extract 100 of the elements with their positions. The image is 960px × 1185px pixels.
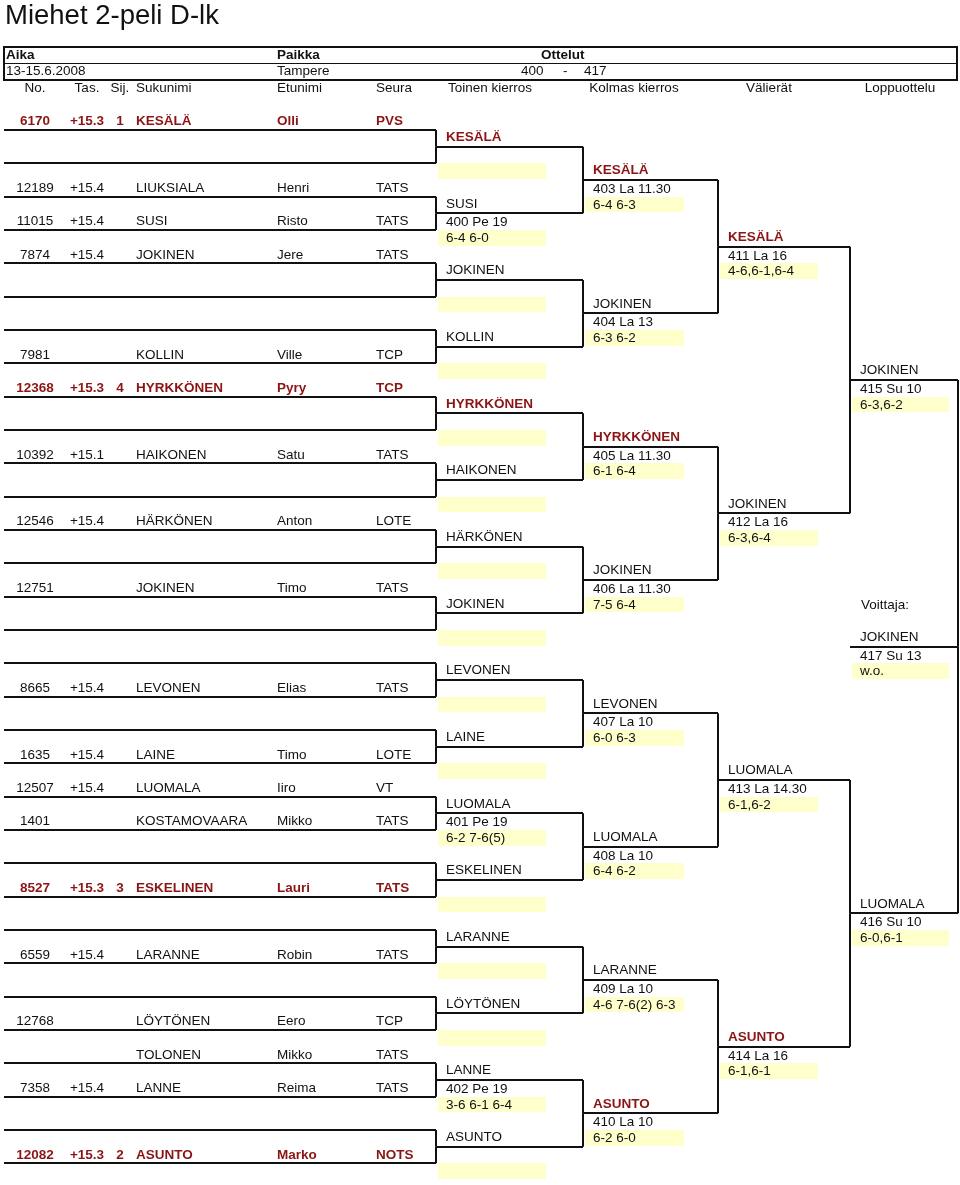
club-name: TATS <box>376 214 409 229</box>
player-name: LEVONEN <box>593 696 658 712</box>
field-heading: Paikka <box>277 46 320 64</box>
player-slot <box>4 381 436 398</box>
club-name: LOTE <box>376 747 412 763</box>
club-name: TCP <box>376 381 403 396</box>
result-slot <box>436 863 583 914</box>
match-schedule: 402 Pe 19 <box>446 1081 508 1097</box>
bracket-connector <box>582 312 584 348</box>
result-slot <box>583 563 718 614</box>
seed-number: 4 <box>116 381 124 396</box>
player-number: 8527 <box>20 881 50 896</box>
player-number: 12082 <box>16 1147 54 1163</box>
surname: HAIKONEN <box>136 447 207 463</box>
bracket-connector <box>582 1112 584 1148</box>
player-slot <box>4 114 436 131</box>
player-name: ASUNTO <box>728 1030 785 1045</box>
player-slot <box>4 747 436 765</box>
bracket-connector <box>582 979 584 1015</box>
player-name: JOKINEN <box>593 563 652 578</box>
bracket-connector <box>717 445 719 515</box>
player-name: HÄRKÖNEN <box>446 530 523 545</box>
bracket-connector <box>435 1145 437 1165</box>
match-schedule: 403 La 11.30 <box>593 181 671 197</box>
bracket-connector <box>582 845 584 881</box>
bracket-connector <box>717 1045 719 1115</box>
result-slot <box>436 463 583 514</box>
bracket-connector <box>435 462 437 481</box>
seed-number: 3 <box>116 881 124 896</box>
first-name: Marko <box>277 1147 317 1163</box>
surname: LARANNE <box>136 947 200 963</box>
bracket-connector <box>717 712 719 781</box>
seed-number: 1 <box>116 114 124 129</box>
player-number: 1635 <box>20 747 50 763</box>
bracket-connector <box>435 1079 437 1098</box>
bracket-connector <box>435 129 437 148</box>
player-name: LARANNE <box>446 930 510 945</box>
player-slot <box>4 347 436 365</box>
rating-value: +15.3 <box>69 114 105 129</box>
round-heading: Loppuottelu <box>864 80 936 97</box>
result-slot <box>583 696 718 747</box>
column-heading: Sij. <box>110 80 130 97</box>
player-name: ESKELINEN <box>446 863 522 878</box>
club-name: TATS <box>376 681 409 696</box>
player-number: 12751 <box>16 581 54 596</box>
rating-value: +15.4 <box>69 947 105 963</box>
bracket-connector <box>435 279 437 298</box>
player-number: 1401 <box>20 814 50 829</box>
score-field: w.o. <box>852 663 949 679</box>
round-heading: Toinen kierros <box>448 80 532 97</box>
field-heading: Aika <box>6 46 35 64</box>
match-number: 417 <box>584 63 607 80</box>
player-slot <box>4 1081 436 1098</box>
first-name: Anton <box>277 514 313 529</box>
bracket-connector <box>435 1062 437 1081</box>
player-number: 6559 <box>20 947 50 963</box>
surname: ASUNTO <box>136 1147 193 1163</box>
bracket-connector <box>717 779 719 848</box>
match-schedule: 412 La 16 <box>728 514 789 530</box>
player-name: ASUNTO <box>446 1130 502 1145</box>
result-slot <box>583 1096 718 1147</box>
first-name: Timo <box>277 747 307 763</box>
player-name: ASUNTO <box>593 1096 650 1112</box>
club-name: TATS <box>376 581 409 596</box>
column-heading: Seura <box>376 80 413 97</box>
player-name: KESÄLÄ <box>728 230 784 245</box>
surname: LÖYTÖNEN <box>136 1014 211 1029</box>
player-name: KESÄLÄ <box>593 163 649 178</box>
bracket-connector <box>582 712 584 748</box>
first-name: Lauri <box>277 881 310 896</box>
rating-value: +15.4 <box>69 747 105 763</box>
player-name: LEVONEN <box>446 663 511 678</box>
player-name: LARANNE <box>593 963 657 978</box>
first-name: Timo <box>277 581 307 596</box>
column-heading: Sukunimi <box>136 80 192 97</box>
result-slot <box>436 596 583 647</box>
first-name: Satu <box>277 447 305 463</box>
score-field: 6-4 6-3 <box>585 196 684 213</box>
score-field: 4-6,6-1,6-4 <box>720 263 818 279</box>
result-slot <box>436 930 583 980</box>
match-schedule: 413 La 14.30 <box>728 781 807 797</box>
player-name: HYRKKÖNEN <box>593 430 680 445</box>
score-field: 6-1,6-1 <box>720 1063 818 1079</box>
player-name: LUOMALA <box>728 763 793 778</box>
score-field: 6-2 7-6(5) <box>438 830 546 846</box>
first-name: Elias <box>277 681 307 696</box>
score-field: 7-5 6-4 <box>585 596 684 613</box>
player-name: JOKINEN <box>446 596 505 612</box>
player-slot <box>4 447 436 465</box>
result-slot <box>436 1130 583 1180</box>
match-schedule: 414 La 16 <box>728 1047 789 1064</box>
player-slot <box>4 781 436 798</box>
bracket-connector <box>435 862 437 881</box>
player-name: LUOMALA <box>593 830 658 845</box>
surname: JOKINEN <box>136 581 195 596</box>
bracket-connector <box>582 145 584 181</box>
result-slot <box>436 1063 583 1114</box>
round-heading: Välierät <box>746 80 792 97</box>
bracket-connector <box>435 329 437 348</box>
club-name: PVS <box>376 114 403 129</box>
